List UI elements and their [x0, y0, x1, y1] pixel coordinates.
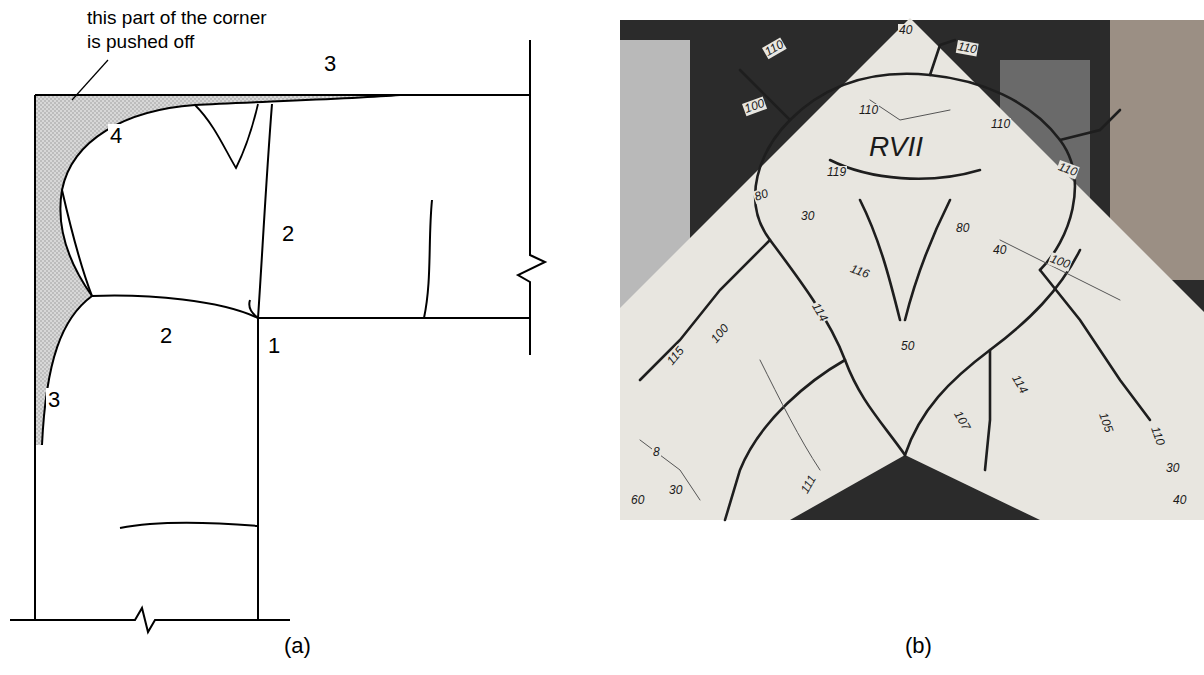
panel-label: (b) [903, 634, 934, 658]
callout-number: 1 [266, 334, 282, 358]
panel-label: (a) [282, 634, 313, 658]
crack-load-mark: 30 [668, 484, 683, 497]
corner-schematic [10, 40, 545, 632]
crack-load-mark: 119 [826, 166, 847, 179]
crack-load-mark: 8 [652, 446, 661, 459]
crack-load-mark: 80 [955, 222, 970, 235]
crack-load-mark: 30 [800, 210, 815, 223]
callout-number: 2 [158, 324, 174, 348]
callout-number: 2 [280, 222, 296, 246]
note-text: is pushed off [85, 32, 196, 53]
crack-load-mark: 30 [1165, 462, 1180, 475]
crack-load-mark: 40 [992, 244, 1007, 257]
specimen-id: RVII [868, 132, 924, 163]
test-photo [620, 18, 1204, 520]
crack-load-mark: 110 [858, 104, 879, 117]
crack-load-mark: 110 [990, 118, 1011, 131]
crack-load-mark: 50 [900, 340, 915, 353]
callout-number: 4 [108, 124, 124, 148]
crack-load-mark: 40 [898, 24, 913, 37]
callout-number: 3 [322, 52, 338, 76]
crack-load-mark: 40 [1172, 494, 1187, 507]
callout-number: 3 [46, 388, 62, 412]
note-text: this part of the corner [85, 8, 269, 29]
crack-load-mark: 60 [630, 494, 645, 507]
